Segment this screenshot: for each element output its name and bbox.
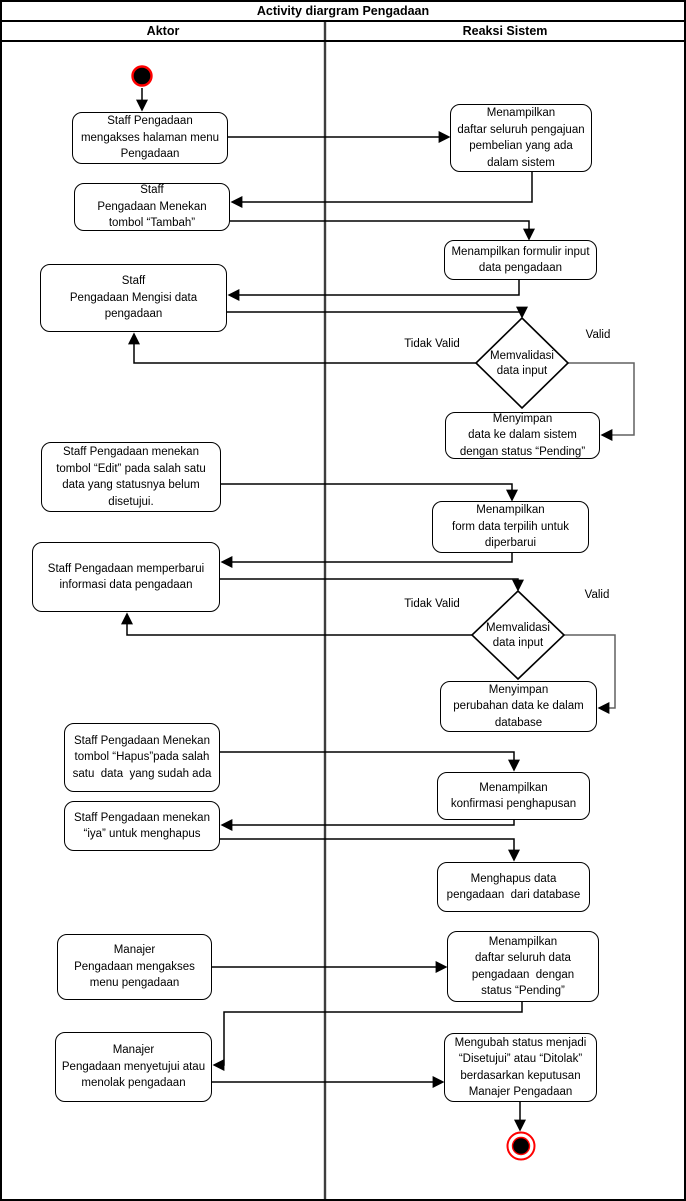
edge-formulir-input-to-isi-data xyxy=(227,280,520,301)
activity-manajer-setujui-tolak: Manajer Pengadaan menyetujui atau menola… xyxy=(55,1032,212,1102)
edge-isi-data-to-validasi-1 xyxy=(227,306,528,319)
activity-staff-isi-data: Staff Pengadaan Mengisi data pengadaan xyxy=(40,264,227,332)
edge-tekan-tambah-to-formulir-input xyxy=(230,220,535,241)
edge-validasi-2-tidak-valid xyxy=(121,612,472,636)
activity-tampil-daftar-pending: Menampilkan daftar seluruh data pengadaa… xyxy=(447,931,599,1002)
edge-validasi-2-valid xyxy=(564,634,616,714)
edge-daftar-pengajuan-to-tekan-tambah xyxy=(230,172,533,208)
decision-validasi-input-1 xyxy=(474,316,570,410)
initial-node-icon xyxy=(131,65,153,87)
activity-tampil-daftar-pengajuan: Menampilkan daftar seluruh pengajuan pem… xyxy=(450,104,592,172)
activity-tampil-form-terpilih: Menampilkan form data terpilih untuk dip… xyxy=(432,501,589,553)
decision-validasi-input-2 xyxy=(470,589,566,681)
edge-tekan-iya-to-menghapus xyxy=(220,838,520,862)
activity-simpan-perubahan: Menyimpan perubahan data ke dalam databa… xyxy=(440,681,597,732)
activity-staff-akses-menu: Staff Pengadaan mengakses halaman menu P… xyxy=(72,112,228,164)
activity-ubah-status: Mengubah status menjadi “Disetujui” atau… xyxy=(444,1033,597,1102)
activity-simpan-data-pending: Menyimpan data ke dalam sistem dengan st… xyxy=(445,412,600,459)
activity-tampil-formulir-input: Menampilkan formulir input data pengadaa… xyxy=(444,240,597,280)
lane-header-aktor: Aktor xyxy=(146,24,180,38)
edge-tekan-hapus-to-konfirmasi xyxy=(220,751,520,772)
lane-header-row: Aktor Reaksi Sistem xyxy=(2,22,684,42)
activity-staff-tekan-tambah: Staff Pengadaan Menekan tombol “Tambah” xyxy=(74,183,230,231)
flow-edges xyxy=(121,88,635,1132)
diagram-title: Activity diargram Pengadaan xyxy=(2,2,684,22)
activity-manajer-akses-menu: Manajer Pengadaan mengakses menu pengada… xyxy=(57,934,212,1000)
activity-staff-tekan-hapus: Staff Pengadaan Menekan tombol “Hapus”pa… xyxy=(64,723,220,792)
edge-memperbarui-to-validasi-2 xyxy=(220,578,524,592)
activity-staff-tekan-edit: Staff Pengadaan menekan tombol “Edit” pa… xyxy=(41,442,221,512)
edge-form-terpilih-to-memperbarui xyxy=(220,553,513,568)
edge-validasi-1-tidak-valid xyxy=(128,332,476,364)
edge-konfirmasi-to-tekan-iya xyxy=(220,819,515,831)
activity-hapus-data: Menghapus data pengadaan dari database xyxy=(437,862,590,912)
activity-staff-tekan-iya: Staff Pengadaan menekan “iya” untuk meng… xyxy=(64,801,220,851)
final-node-icon xyxy=(506,1131,536,1161)
edge-validasi-1-valid xyxy=(568,362,635,441)
activity-tampil-konfirmasi-hapus: Menampilkan konfirmasi penghapusan xyxy=(437,772,590,820)
edge-daftar-pending-to-menyetujui xyxy=(212,1002,523,1071)
activity-staff-perbarui-data: Staff Pengadaan memperbarui informasi da… xyxy=(32,542,220,612)
lane-header-sistem: Reaksi Sistem xyxy=(462,24,548,38)
edge-tekan-edit-to-form-terpilih xyxy=(221,483,518,502)
